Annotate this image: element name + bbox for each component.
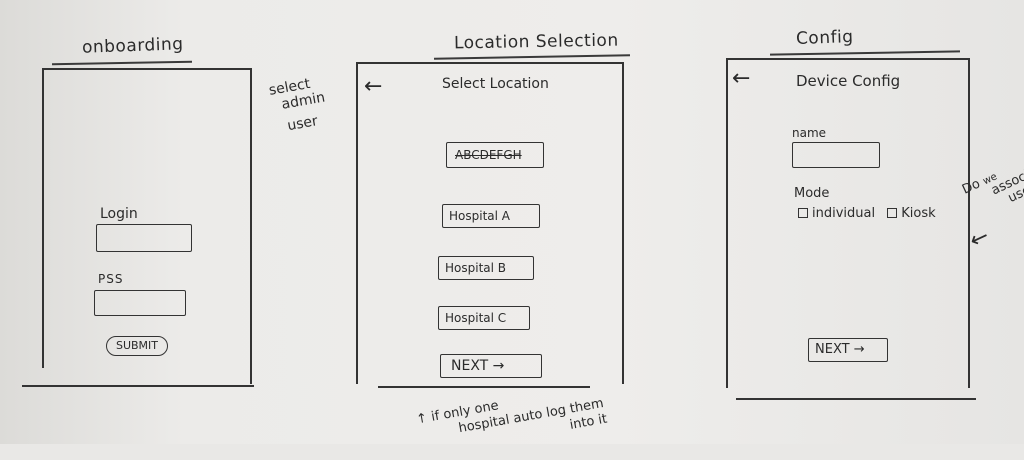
login-field[interactable] xyxy=(96,224,192,252)
next-button-label: NEXT → xyxy=(451,358,505,374)
auto-login-note: ↑ if only one hospital auto log them int… xyxy=(415,380,608,460)
down-left-arrow-icon: ↙ xyxy=(966,223,993,254)
select-admin-user-note: select admin user xyxy=(268,74,330,137)
location-frame-left xyxy=(356,62,358,384)
password-field[interactable] xyxy=(94,290,186,316)
individual-checkbox[interactable] xyxy=(798,208,808,218)
location-option-label: Hospital B xyxy=(445,261,507,275)
back-arrow-icon[interactable]: ← xyxy=(364,74,383,99)
kiosk-option[interactable]: Kiosk xyxy=(887,206,936,221)
note-line: user xyxy=(286,113,319,135)
select-location-heading: Select Location xyxy=(442,76,549,92)
config-next-button[interactable]: NEXT → xyxy=(808,338,888,362)
onboarding-frame-bottom xyxy=(22,385,254,387)
device-config-heading: Device Config xyxy=(796,72,901,90)
name-field[interactable] xyxy=(792,142,880,168)
submit-button[interactable]: SUBMIT xyxy=(106,336,168,356)
next-button-label: NEXT → xyxy=(815,342,865,357)
location-title-underline xyxy=(434,54,630,60)
onboarding-frame-top xyxy=(42,68,252,70)
associate-user-note: Do we associ use xyxy=(960,156,1024,223)
location-option-hospital-b[interactable]: Hospital B xyxy=(438,256,534,280)
config-frame-left xyxy=(726,58,728,388)
paper-sheet: onboarding Login PSS SUBMIT select admin… xyxy=(0,0,1024,444)
onboarding-frame-right xyxy=(250,68,252,384)
login-label: Login xyxy=(100,206,138,222)
location-frame-top xyxy=(356,62,624,64)
location-option-label: Hospital C xyxy=(445,311,507,325)
mode-options: individual Kiosk xyxy=(798,206,936,221)
onboarding-frame-left xyxy=(42,68,44,368)
individual-option-label: individual xyxy=(812,206,876,221)
location-frame-bottom xyxy=(378,386,590,388)
config-title-underline xyxy=(770,50,960,56)
location-selection-title: Location Selection xyxy=(453,30,619,54)
back-arrow-icon[interactable]: ← xyxy=(732,66,751,91)
onboarding-title-underline xyxy=(51,60,193,65)
name-label: name xyxy=(792,126,827,140)
location-option-hospital-a[interactable]: Hospital A xyxy=(442,204,540,228)
location-option-label: Hospital A xyxy=(449,209,510,223)
config-frame-right xyxy=(968,58,970,388)
location-option-label: ABCDEFGH xyxy=(455,148,522,162)
location-option-struck[interactable]: ABCDEFGH xyxy=(446,142,544,168)
location-frame-right xyxy=(622,62,624,384)
mode-label: Mode xyxy=(794,186,830,201)
individual-option[interactable]: individual xyxy=(798,206,875,221)
kiosk-checkbox[interactable] xyxy=(887,208,898,218)
config-frame-top xyxy=(726,58,970,60)
pass-label: PSS xyxy=(98,272,124,286)
onboarding-title: onboarding xyxy=(81,34,184,58)
location-option-hospital-c[interactable]: Hospital C xyxy=(438,306,530,330)
location-next-button[interactable]: NEXT → xyxy=(440,354,542,378)
config-frame-bottom xyxy=(736,398,976,400)
kiosk-option-label: Kiosk xyxy=(901,206,936,221)
config-title: Config xyxy=(795,27,854,49)
